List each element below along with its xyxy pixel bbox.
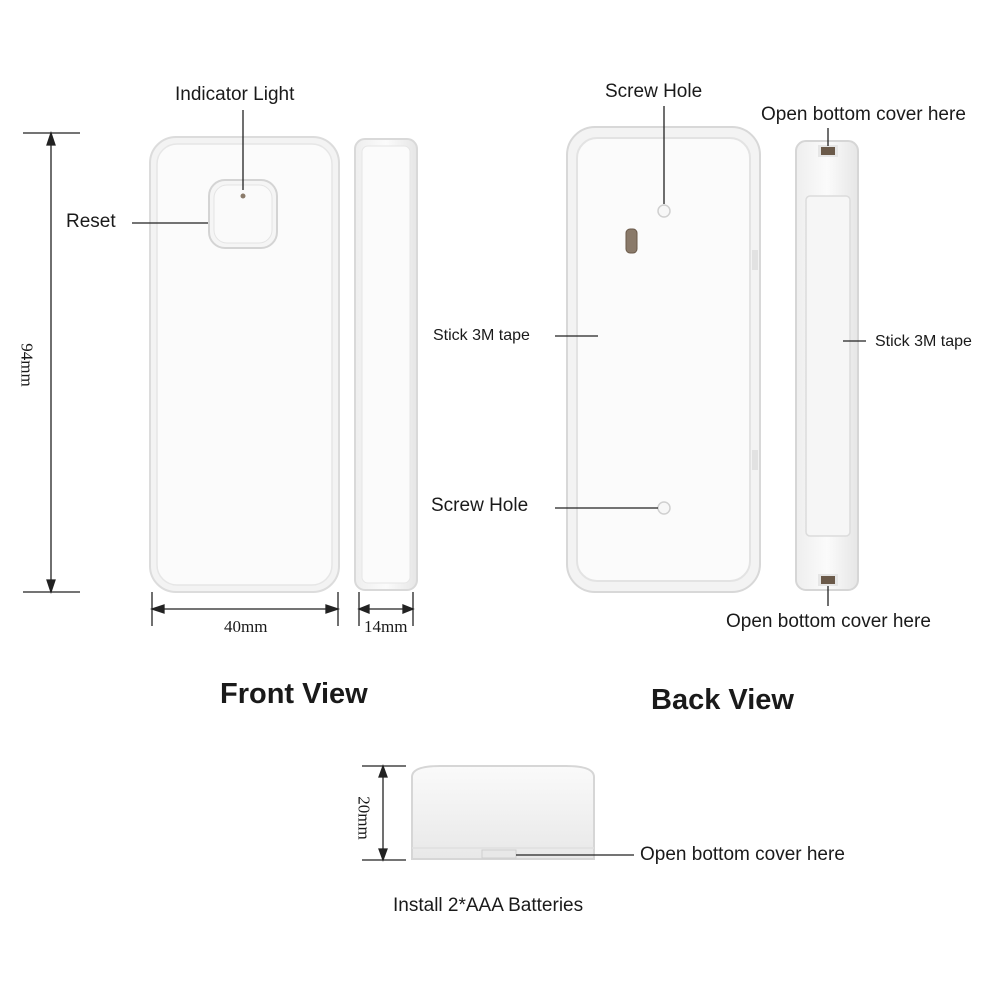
reset-button: [208, 179, 278, 249]
leader-lines: [132, 106, 866, 856]
front-device: [149, 136, 340, 593]
back-magnet: [795, 140, 859, 591]
dimension-width: [149, 592, 341, 626]
reset-label: Reset: [66, 211, 116, 232]
dimension-thickness: [362, 764, 406, 862]
screw-hole-bottom-label: Screw Hole: [431, 495, 529, 516]
indicator-light-dot: [240, 193, 246, 199]
open-cover-top-label: Open bottom cover here: [761, 104, 966, 125]
back-view-title: Back View: [651, 684, 794, 716]
dimension-thickness-label: 20mm: [354, 796, 374, 840]
open-cover-mid-label: Open bottom cover here: [726, 611, 931, 632]
screw-hole-top-mark: [657, 204, 671, 218]
indicator-light-label: Indicator Light: [175, 84, 295, 105]
device-end-view: [411, 765, 595, 860]
dimension-height: [23, 130, 80, 595]
front-magnet: [354, 138, 418, 591]
dimension-depth-label: 14mm: [364, 617, 408, 636]
dimension-height-label: 94mm: [17, 343, 37, 387]
front-view-title: Front View: [220, 678, 368, 710]
stick-tape-left-label: Stick 3M tape: [433, 327, 530, 344]
dimension-width-label: 40mm: [224, 617, 268, 636]
screw-hole-top-label: Screw Hole: [605, 81, 703, 102]
install-batteries-label: Install 2*AAA Batteries: [393, 895, 584, 916]
back-device: [566, 126, 761, 593]
sensor-window: [625, 228, 638, 254]
screw-hole-bottom-mark: [657, 501, 671, 515]
open-cover-bottom-label: Open bottom cover here: [640, 844, 845, 865]
dimension-depth: [357, 592, 415, 626]
stick-tape-right-label: Stick 3M tape: [875, 333, 972, 350]
